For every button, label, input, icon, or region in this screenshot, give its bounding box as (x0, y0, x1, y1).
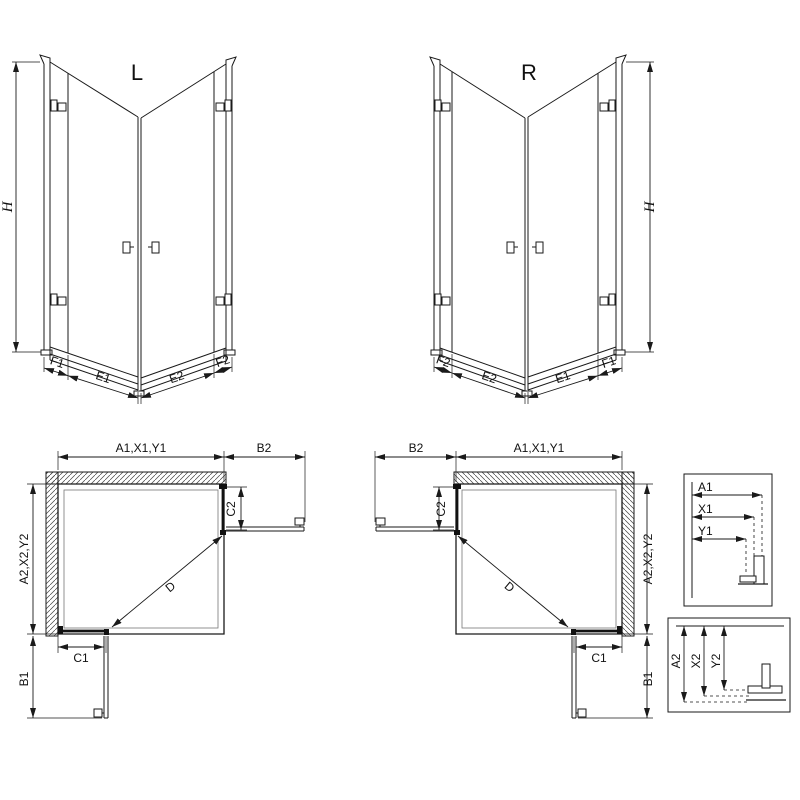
cabin-right-version-label: R (521, 60, 537, 85)
plan-left-door-side-dim: B2 (257, 441, 272, 455)
plan-right-door-bottom-dim: B1 (641, 671, 655, 686)
cabin-right-dim-f1: F1 (600, 353, 618, 371)
plan-left-width-dim: A1,X1,Y1 (116, 441, 167, 455)
detail-depth-datums: A2 X2 Y2 (667, 617, 791, 713)
plan-right-fixed-bottom-dim: C1 (591, 651, 607, 665)
detail-dim-a2: A2 (669, 653, 683, 668)
plan-right-diagonal-dim: D (502, 579, 518, 596)
cabin-3d-left-geometry (12, 55, 236, 404)
cabin-right-height-dim-label: H (642, 200, 658, 213)
plan-right-width-dim: A1,X1,Y1 (514, 441, 565, 455)
detail-depth-profile-section (746, 663, 786, 701)
detail-width-profile-section (738, 555, 768, 585)
cabin-3d-left: L H F1 E1 E2 F2 (0, 55, 236, 404)
cabin-left-dim-f2: F2 (214, 352, 232, 370)
cabin-3d-right-geometry (430, 55, 654, 404)
plan-view-right: B2 A1,X1,Y1 A2,X2,Y2 C2 C1 B1 D (375, 441, 655, 718)
detail-width-datums: A1 X1 Y1 (683, 473, 773, 607)
cabin-left-dim-e2: E2 (168, 368, 187, 386)
cabin-right-dim-f2: F2 (434, 352, 452, 370)
cabin-left-dim-f1: F1 (48, 353, 66, 371)
plan-left-fixed-bottom-dim: C1 (73, 651, 89, 665)
plan-left-fixed-side-dim: C2 (224, 501, 238, 517)
plan-view-left: A1,X1,Y1 B2 A2,X2,Y2 C2 C1 B1 D (17, 441, 305, 718)
plan-right-fixed-side-dim: C2 (434, 501, 448, 517)
plan-left-depth-dim: A2,X2,Y2 (17, 533, 31, 584)
detail-depth-border (667, 617, 791, 713)
cabin-3d-right: R H F2 E2 E1 F1 (430, 55, 658, 404)
cabin-left-version-label: L (131, 60, 143, 85)
detail-width-border (683, 473, 773, 607)
detail-dim-x1: X1 (698, 502, 713, 516)
cabin-right-dim-e2: E2 (480, 368, 499, 386)
cabin-left-height-dim-label: H (0, 200, 16, 213)
plan-left-door-bottom-dim: B1 (17, 671, 31, 686)
plan-right-door-side-dim: B2 (409, 441, 424, 455)
plan-left-diagonal-dim: D (163, 579, 179, 596)
detail-dim-x2: X2 (689, 653, 703, 668)
detail-dim-a1: A1 (698, 480, 713, 494)
detail-dim-y1: Y1 (698, 524, 713, 538)
cabin-right-dim-e1: E1 (554, 368, 573, 386)
detail-dim-y2: Y2 (709, 653, 723, 668)
plan-right-depth-dim: A2,X2,Y2 (641, 533, 655, 584)
cabin-left-dim-e1: E1 (94, 368, 113, 386)
